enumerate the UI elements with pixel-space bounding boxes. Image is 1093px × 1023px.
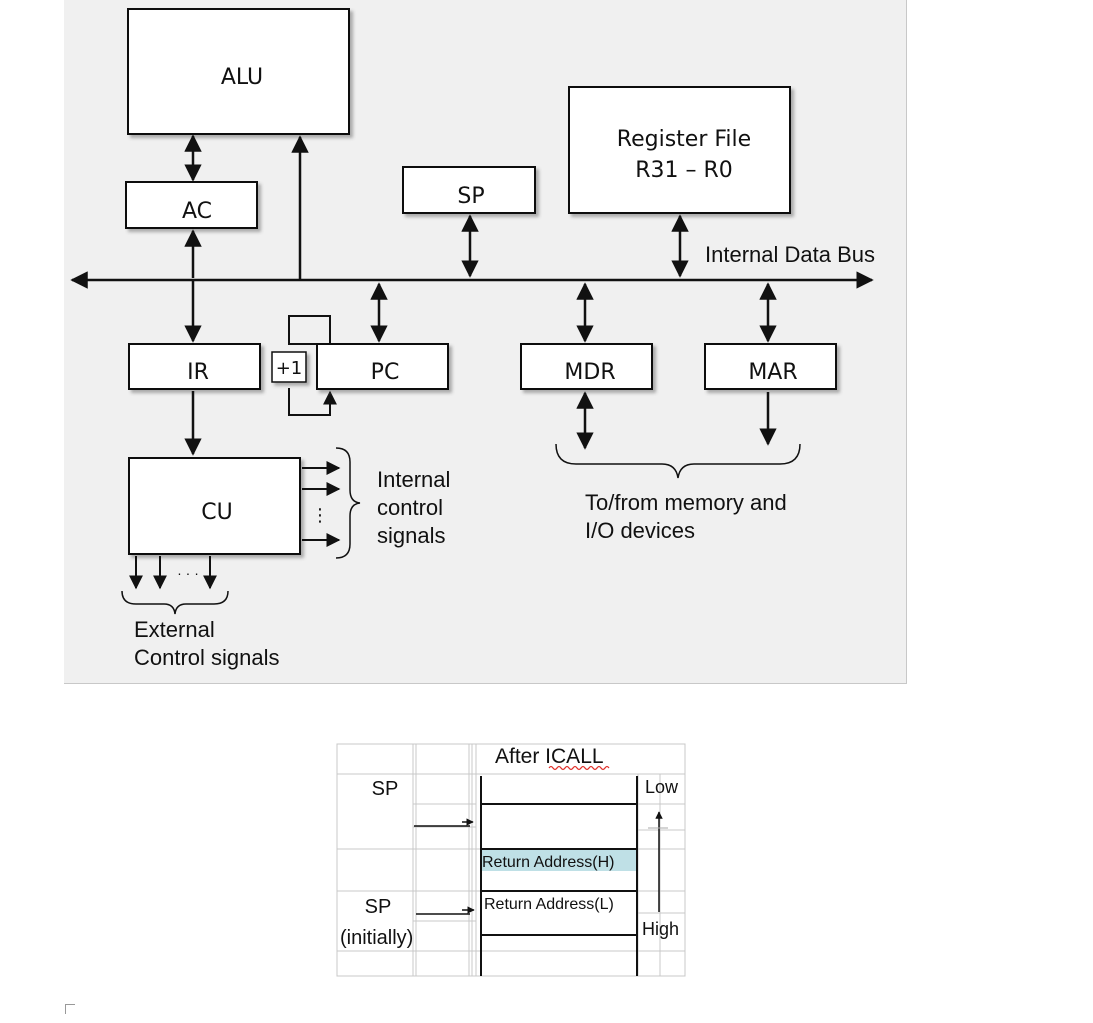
return-address-high-highlight bbox=[482, 850, 636, 871]
external-control-label-line2: Control signals bbox=[134, 645, 280, 670]
incrementer-label: +1 bbox=[276, 358, 303, 379]
return-address-high: Return Address(H) bbox=[482, 854, 615, 871]
sp-initial-note: (initially) bbox=[340, 927, 413, 949]
internal-data-bus-label: Internal Data Bus bbox=[705, 242, 875, 267]
cpu-block-diagram: Internal Data Bus ALU AC SP Register Fil… bbox=[70, 8, 875, 670]
ir-label: IR bbox=[187, 360, 209, 385]
pc-block: PC bbox=[316, 343, 449, 390]
sp-block: SP bbox=[402, 166, 536, 214]
mdr-block: MDR bbox=[520, 343, 653, 390]
spellcheck-underline bbox=[548, 765, 610, 771]
alu-block: ALU bbox=[127, 8, 350, 135]
internal-control-label-line3: signals bbox=[377, 523, 445, 548]
register-file-range: R31 – R0 bbox=[635, 158, 733, 183]
sp-label: SP bbox=[457, 184, 484, 209]
mar-block: MAR bbox=[704, 343, 837, 390]
pc-label: PC bbox=[371, 360, 400, 385]
memory-io-label-line1: To/from memory and bbox=[585, 490, 787, 515]
memory-brace bbox=[555, 443, 801, 479]
stack-memory bbox=[480, 776, 638, 976]
external-control-dots: · · · bbox=[177, 565, 199, 581]
external-control-brace bbox=[121, 590, 229, 615]
ir-block: IR bbox=[128, 343, 261, 390]
register-file-title: Register File bbox=[617, 127, 751, 152]
internal-control-dots: ⋮ bbox=[311, 505, 329, 525]
memory-io-label-line2: I/O devices bbox=[585, 518, 695, 543]
alu-label: ALU bbox=[221, 65, 263, 90]
sp-current-label: SP bbox=[372, 778, 399, 800]
sp-initial-label: SP bbox=[365, 896, 392, 918]
cu-label: CU bbox=[201, 500, 232, 525]
internal-control-label-line2: control bbox=[377, 495, 443, 520]
low-label: Low bbox=[645, 777, 679, 797]
pc-increment-loop bbox=[288, 315, 330, 416]
high-label: High bbox=[642, 919, 679, 939]
register-file-block: Register File R31 – R0 bbox=[568, 86, 791, 214]
cpu-diagram-panel: Internal Data Bus ALU AC SP Register Fil… bbox=[64, 0, 907, 684]
ac-label: AC bbox=[182, 199, 212, 224]
mar-label: MAR bbox=[748, 360, 797, 385]
cu-block: CU bbox=[128, 457, 301, 555]
mdr-label: MDR bbox=[564, 360, 615, 385]
external-control-label-line1: External bbox=[134, 617, 215, 642]
internal-control-brace bbox=[335, 447, 361, 559]
text-cursor-corner-mark bbox=[65, 1004, 75, 1014]
return-address-low: Return Address(L) bbox=[484, 896, 614, 913]
internal-control-label-line1: Internal bbox=[377, 467, 450, 492]
incrementer-block: +1 bbox=[271, 351, 307, 383]
stack-header: After ICALL bbox=[495, 745, 604, 768]
ac-block: AC bbox=[125, 181, 258, 229]
